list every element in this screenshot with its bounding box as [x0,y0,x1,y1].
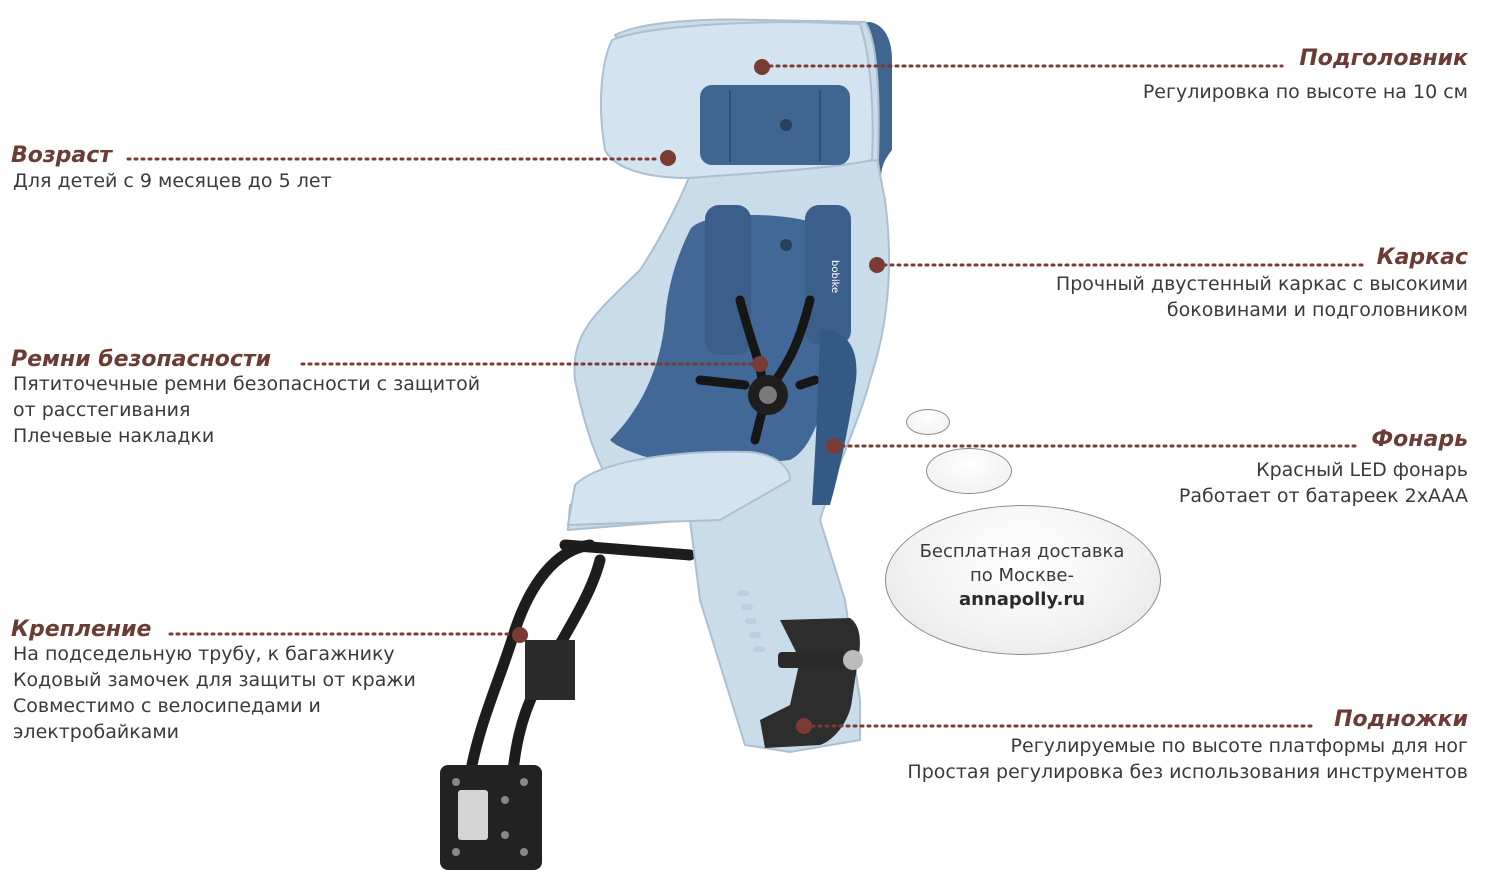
footrests-title: Подножки [1334,707,1468,732]
age-title: Возраст [11,143,113,168]
brand-mark: bobike [829,260,840,293]
seat-cushion [566,450,792,527]
light-title: Фонарь [1371,427,1468,452]
belts-title: Ремни безопасности [11,347,272,372]
frame-title: Каркас [1376,245,1468,270]
mount-title: Крепление [11,617,152,642]
footrest-slots [737,590,765,652]
mount-lock-box [440,765,542,870]
callout-dots [512,59,885,734]
headrest-desc: Регулировка по высоте на 10 см [1142,81,1468,103]
frame-desc: Прочный двустенный каркас с высокими бок… [1055,273,1468,321]
footrest-inner [525,640,575,700]
rear-light [812,330,857,505]
mount-desc: На подседельную трубу, к багажнику Кодов… [13,643,416,743]
mount-bracket [464,539,696,786]
delivery-line-2: по Москве- [970,565,1074,586]
shoulder-pad-right [805,205,851,345]
belts-desc: Пятиточечные ремни безопасности с защито… [13,373,481,447]
footrests-desc: Регулируемые по высоте платформы для ног… [907,735,1468,783]
bubble-dot-small [906,409,950,435]
light-desc: Красный LED фонарь Работает от батареек … [1178,459,1468,507]
delivery-text: Бесплатная доставка по Москве- annapolly… [885,540,1159,612]
footrest [760,618,860,748]
headrest-pad [700,85,850,165]
age-desc: Для детей с 9 месяцев до 5 лет [13,170,332,192]
shoulder-pad-left [705,205,751,355]
headrest-title: Подголовник [1299,46,1468,71]
bubble-dot-medium [926,448,1012,494]
delivery-site: annapolly.ru [958,589,1086,610]
delivery-line-1: Бесплатная доставка [919,541,1125,562]
callout-leaders [126,64,1364,728]
delivery-bubble [885,505,1161,655]
